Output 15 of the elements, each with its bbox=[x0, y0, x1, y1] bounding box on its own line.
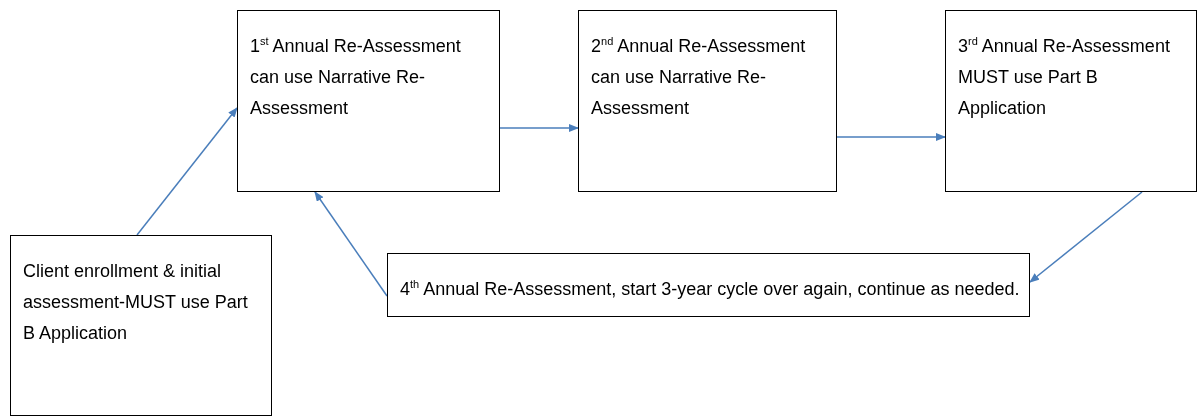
process-box bbox=[578, 10, 837, 192]
box-text: 1$^{st}$ Annual Re-Assessment can use Narrative Re-Assessment bbox=[250, 34, 462, 120]
arrow bbox=[1029, 191, 1143, 283]
box-text: 4$^{th}$ Annual Re-Assessment, start 3-year cycle over again, continue as needed. bbox=[400, 277, 1021, 301]
arrow bbox=[136, 107, 238, 236]
box-text: 2$^{nd}$ Annual Re-Assessment can use Narrative Re-Assessment bbox=[591, 34, 807, 120]
box-text: Client enrollment & initial assessment-MUST use Part B Application bbox=[23, 260, 249, 345]
arrow bbox=[314, 191, 388, 297]
arrow bbox=[499, 124, 579, 132]
process-box bbox=[10, 235, 272, 416]
process-box bbox=[945, 10, 1197, 192]
arrow bbox=[836, 133, 946, 141]
process-box bbox=[237, 10, 500, 192]
process-box bbox=[387, 253, 1030, 317]
box-text: 3$^{rd}$ Annual Re-Assessment MUST use Part B Application bbox=[958, 34, 1171, 120]
